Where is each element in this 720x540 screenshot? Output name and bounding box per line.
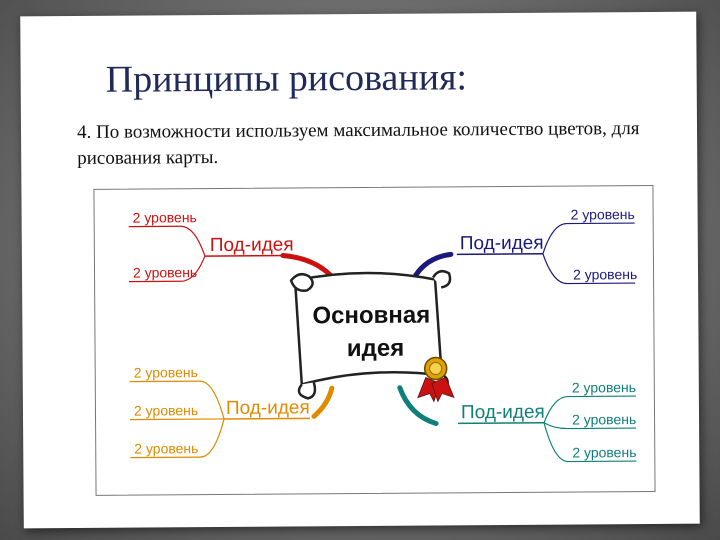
level2-top-right-2: 2 уровень bbox=[573, 266, 637, 282]
connector-bottom-left-2 bbox=[130, 418, 225, 421]
branch-bottom-left-underline bbox=[224, 417, 311, 420]
connector-top-left-2 bbox=[129, 255, 206, 283]
connector-bottom-right-2 bbox=[543, 422, 637, 430]
sub-idea-top-right-label: Под-идея bbox=[460, 233, 544, 255]
branch-top-left-underline bbox=[204, 254, 291, 257]
level2-bottom-left-3: 2 уровень bbox=[134, 440, 198, 456]
connector-top-right-2 bbox=[542, 253, 636, 285]
branch-bottom-left-curve bbox=[311, 385, 335, 419]
branch-bottom-right-curve bbox=[397, 385, 439, 426]
connector-bottom-right-3 bbox=[543, 422, 637, 463]
level2-bottom-right-1: 2 уровень bbox=[572, 379, 636, 395]
level2-bottom-right-3: 2 уровень bbox=[572, 444, 636, 460]
sub-idea-bottom-right-label: Под-идея bbox=[461, 402, 545, 424]
central-idea-line2: идея bbox=[347, 335, 405, 362]
central-idea-line1: Основная bbox=[312, 302, 430, 330]
slide-title: Принципы рисования: bbox=[105, 56, 468, 101]
connector-bottom-right-1 bbox=[543, 395, 636, 423]
level2-top-left-2: 2 уровень bbox=[133, 264, 197, 280]
level2-bottom-left-2: 2 уровень bbox=[134, 402, 198, 418]
level2-top-left-1: 2 уровень bbox=[133, 209, 197, 225]
slide-body-text: 4. По возможности используем максимально… bbox=[76, 118, 640, 169]
connector-top-left-1 bbox=[128, 225, 206, 257]
slide-sheet: Принципы рисования: 4. По возможности ис… bbox=[20, 11, 700, 529]
connector-top-right-1 bbox=[542, 222, 635, 254]
sub-idea-top-left-label: Под-идея bbox=[210, 234, 294, 256]
award-medal-icon bbox=[417, 356, 455, 403]
level2-top-right-1: 2 уровень bbox=[571, 206, 635, 222]
connector-bottom-left-1 bbox=[129, 380, 225, 420]
level2-bottom-left-1: 2 уровень bbox=[134, 364, 198, 380]
branch-bottom-right-underline bbox=[458, 421, 545, 425]
connector-bottom-left-3 bbox=[130, 418, 225, 459]
level2-bottom-right-2: 2 уровень bbox=[572, 411, 636, 427]
branch-top-right-underline bbox=[456, 252, 543, 256]
mind-map-diagram: Основная идея Под-идея Под-идея Под-идея… bbox=[93, 184, 656, 496]
sub-idea-bottom-left-label: Под-идея bbox=[226, 397, 310, 419]
